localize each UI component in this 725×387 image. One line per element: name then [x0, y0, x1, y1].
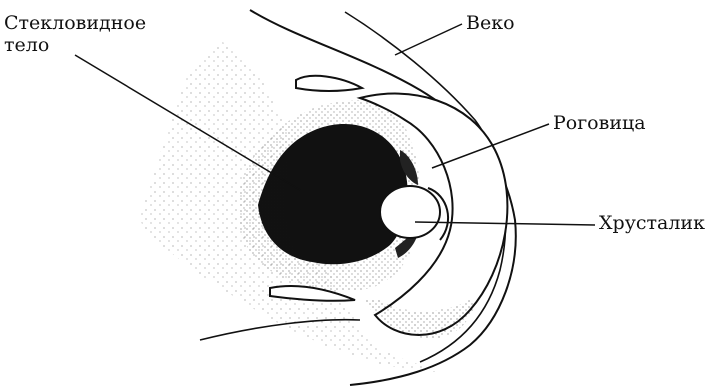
label-cornea: Роговица: [553, 112, 646, 134]
label-vitreous-line2: тело: [4, 34, 146, 56]
label-eyelid: Веко: [466, 12, 515, 34]
label-vitreous-line1: Стекловидное: [4, 12, 146, 34]
label-lens: Хрусталик: [599, 212, 705, 234]
upper-lid-fold: [296, 76, 362, 91]
label-vitreous-body: Стекловидное тело: [4, 12, 146, 56]
leader-eyelid: [395, 24, 462, 55]
lens-shape: [380, 186, 440, 238]
